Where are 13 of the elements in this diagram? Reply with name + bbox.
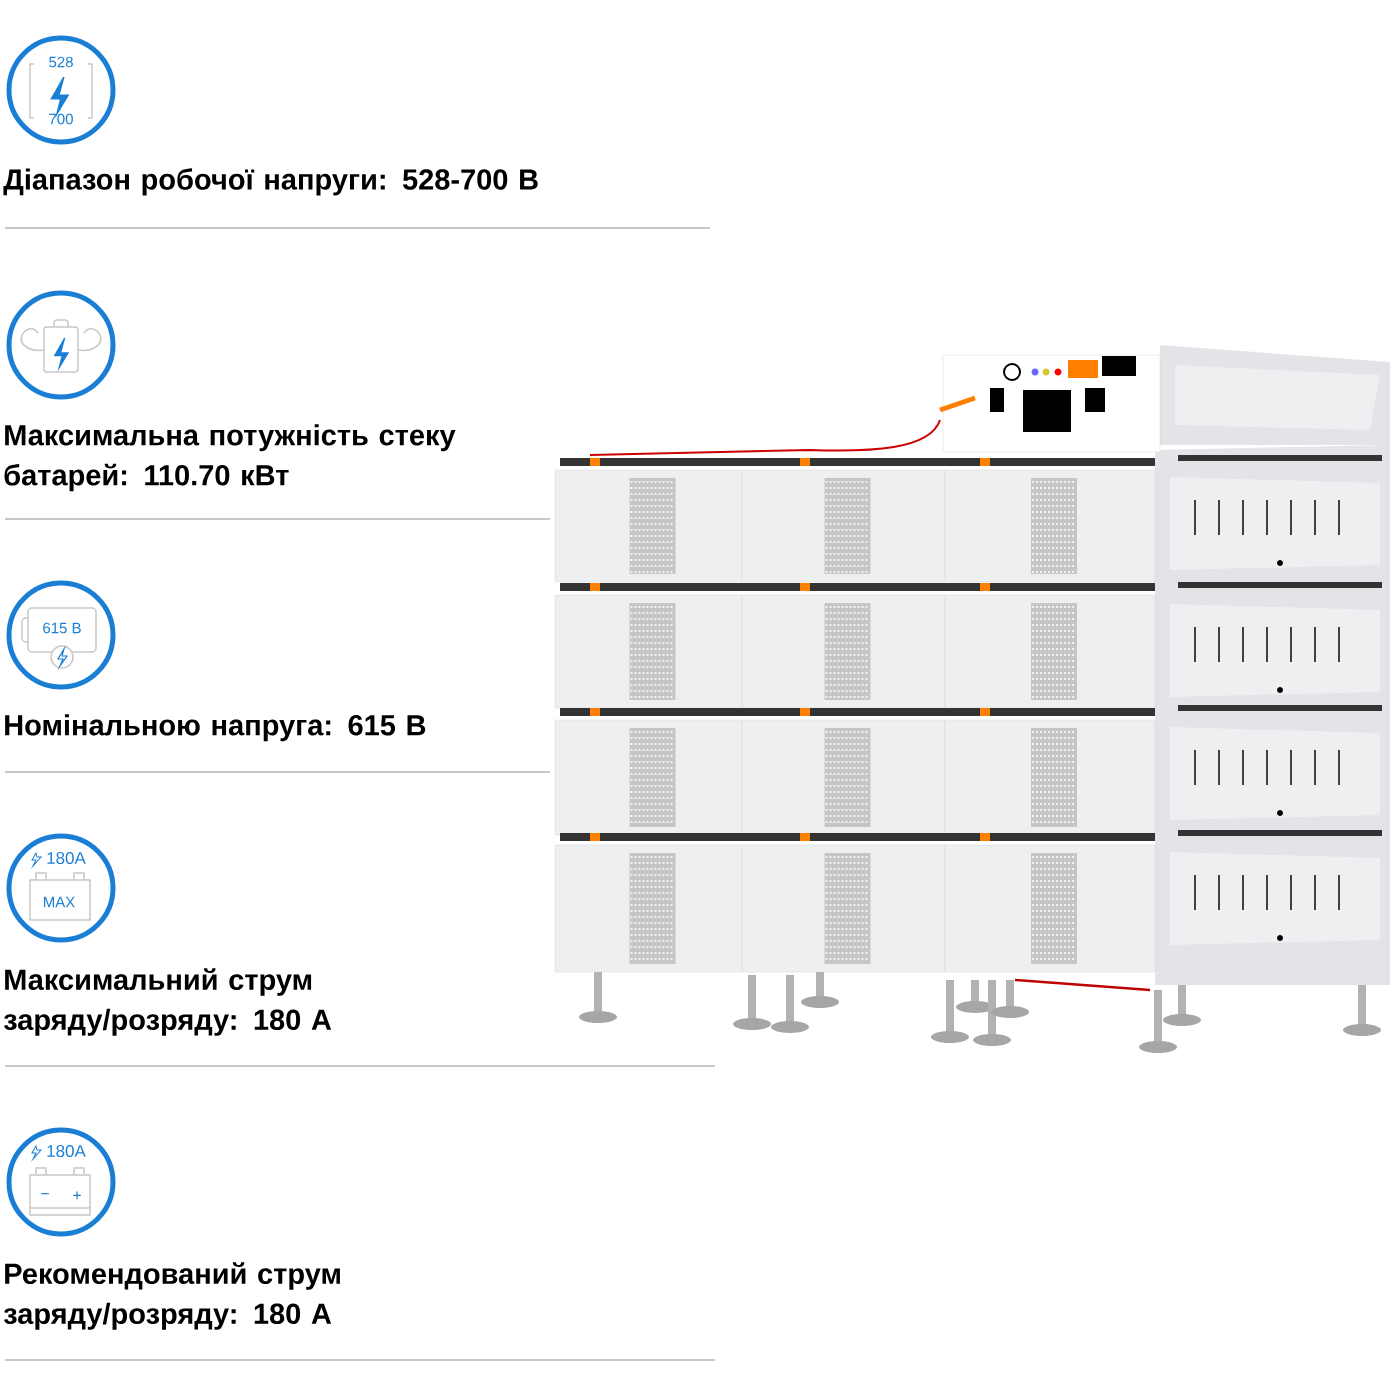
icon-label: 700 — [49, 113, 73, 125]
icon-label: 180A — [47, 852, 86, 865]
spec-text: Максимальна потужність стеку батарей: 110.70 кВт — [4, 424, 456, 492]
spec-text: Рекомендований струм заряду/розряду: 180 A — [3, 1262, 340, 1330]
spec-text: Діапазон робочої напруги: 528-700 В — [3, 168, 538, 196]
battery-terminal-sign: − — [41, 1193, 49, 1195]
spec-text: Максимальний струм заряду/розряду: 180 A — [3, 968, 332, 1036]
icon-label: 615 В — [43, 622, 81, 634]
icon-label: 528 — [49, 56, 73, 68]
spec-text: Номінальною напруга: 615 В — [5, 714, 426, 742]
icon-label: 180A — [47, 1145, 86, 1158]
battery-terminal-sign: + — [73, 1191, 81, 1200]
icon-label: MAX — [43, 896, 75, 908]
